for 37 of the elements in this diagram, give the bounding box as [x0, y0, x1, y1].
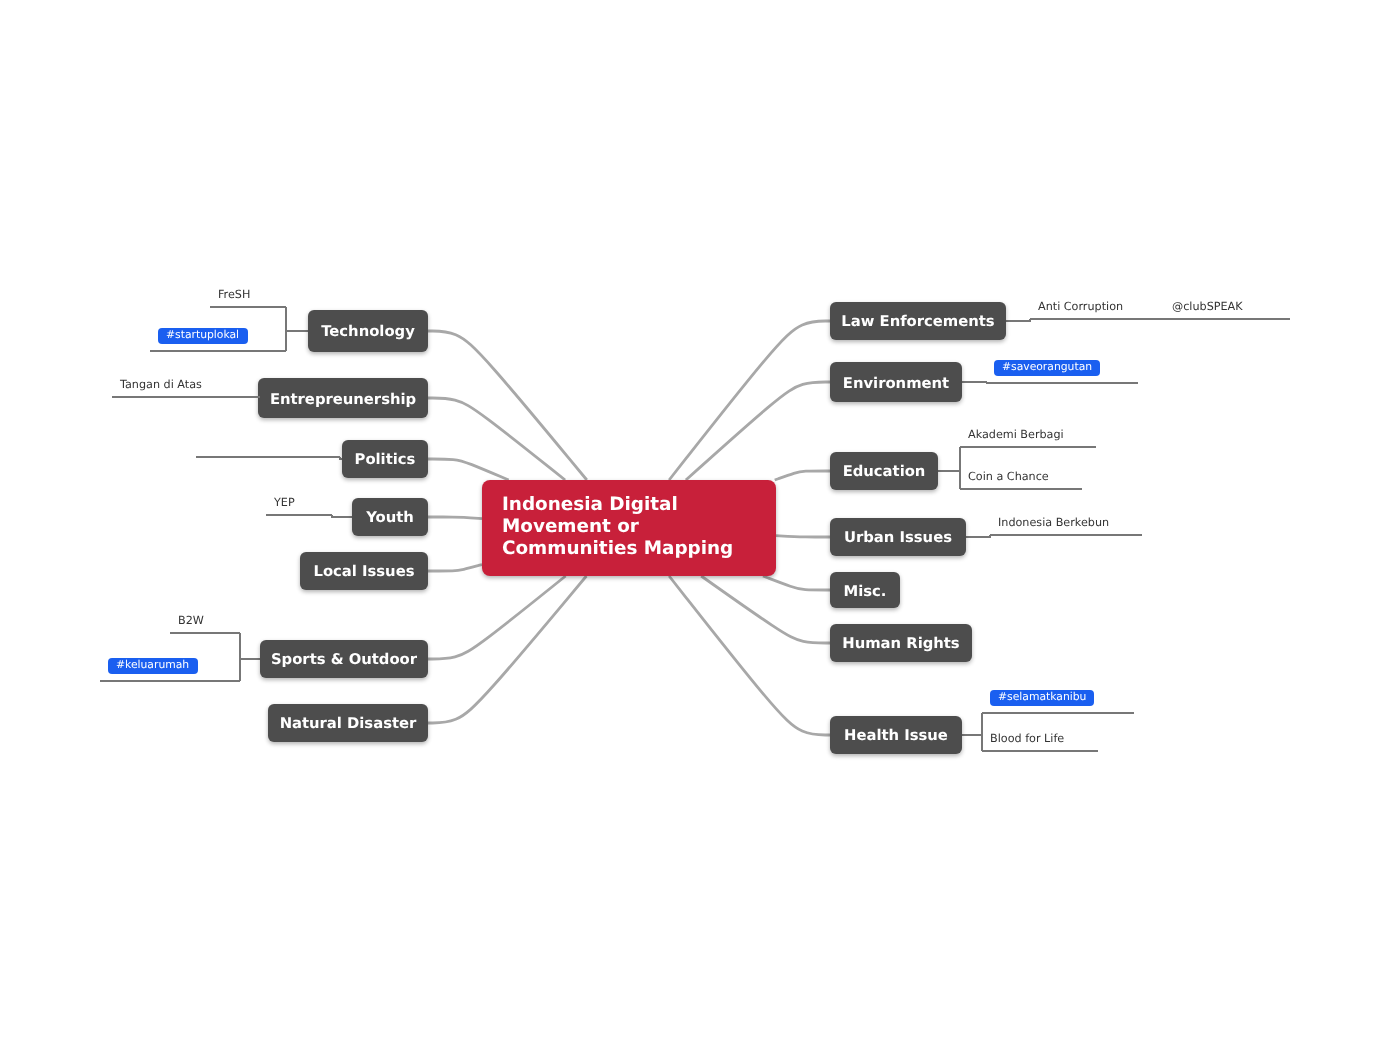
- connector-line: [428, 563, 483, 573]
- branch-underline: [150, 324, 286, 352]
- connector-line: [428, 575, 588, 725]
- connector-line: [700, 574, 830, 645]
- connector-line: [762, 574, 830, 592]
- branch-underline: [982, 730, 1098, 752]
- connector-line: [1005, 318, 1031, 322]
- connector-line: [428, 396, 566, 482]
- branch-underline: [170, 614, 240, 634]
- branch-underline: [266, 496, 332, 516]
- connector-line: [774, 469, 830, 482]
- branch-underline: [210, 286, 286, 308]
- connector-line: [961, 381, 987, 384]
- connector-line: [961, 734, 983, 752]
- branch-underline: [1164, 298, 1290, 320]
- branch-underline: [112, 378, 260, 398]
- branch-underline: [1030, 298, 1156, 320]
- connector-line: [285, 330, 309, 352]
- branch-underline: [100, 654, 240, 682]
- connector-line: [668, 575, 830, 737]
- branch-underline: [982, 686, 1134, 714]
- connector-line: [428, 457, 510, 482]
- connector-line: [428, 515, 483, 521]
- connector-line: [239, 658, 261, 682]
- connector-line: [775, 534, 830, 539]
- connector-line: [965, 534, 991, 538]
- connector-line: [668, 319, 830, 481]
- branch-underline: [960, 468, 1082, 490]
- connector-line: [428, 329, 588, 481]
- branch-underline: [986, 356, 1138, 384]
- branch-underline: [960, 426, 1096, 448]
- branch-underline: [990, 514, 1142, 536]
- connector-line: [428, 574, 567, 661]
- central-topic: Indonesia Digital Movement or Communities Mapping: [482, 480, 776, 576]
- connector-line: [331, 514, 353, 518]
- connector-line: [1155, 318, 1165, 320]
- connector-line: [684, 380, 830, 482]
